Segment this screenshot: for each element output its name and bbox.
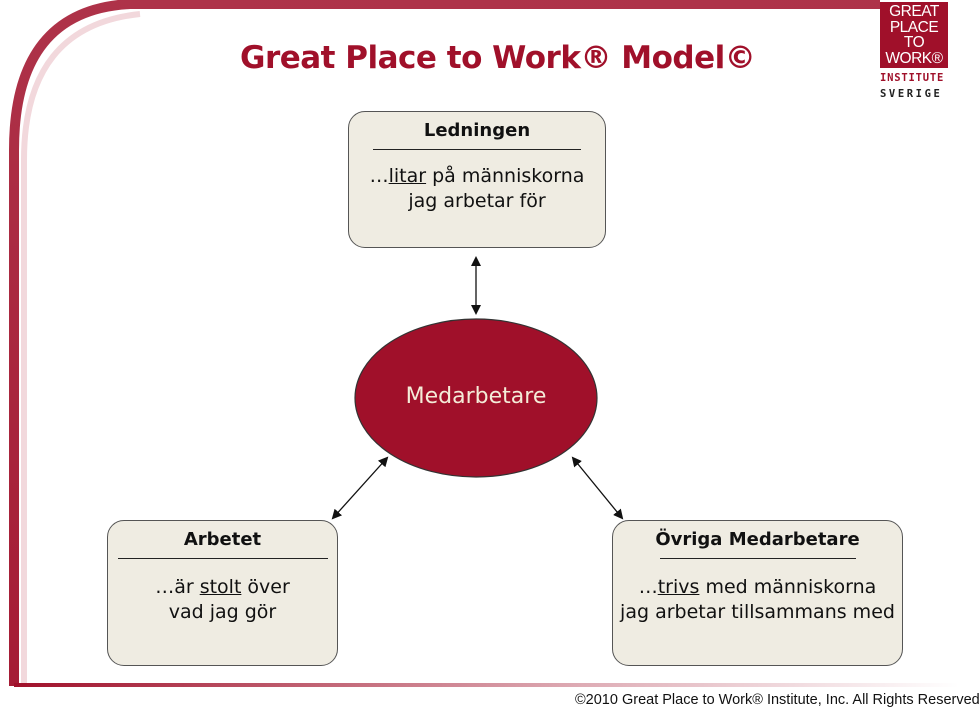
ledningen-line-1-rest: på människorna (426, 165, 585, 187)
arbetet-keyword: stolt (199, 576, 242, 598)
logo-line: TO (903, 34, 925, 51)
ledningen-line-1: …litar på människorna (349, 164, 605, 189)
ellipsis-prefix: … (369, 165, 389, 187)
ledningen-divider (373, 149, 581, 150)
arbetet-line-2: vad jag gör (168, 601, 277, 623)
logo-line: PLACE (889, 18, 939, 36)
logo-line: GREAT (889, 3, 939, 20)
ovriga-heading: Övriga Medarbetare (655, 529, 860, 550)
ovriga-line-1-rest: med människorna (699, 576, 877, 598)
ovriga-divider (659, 558, 856, 559)
ledningen-heading: Ledningen (423, 120, 531, 141)
ovriga-line-1-prefix: … (638, 576, 658, 598)
arbetet-divider (117, 558, 328, 559)
connector-ovriga (571, 456, 624, 520)
page-title: Great Place to Work® Model© (240, 40, 756, 76)
ovriga-keyword: trivs (657, 576, 700, 598)
medarbetare-label: Medarbetare (405, 384, 547, 409)
frame-curve-inner (21, 11, 141, 686)
bottom-rule (14, 683, 959, 687)
ledningen-box: Ledningen …litar på människorna jag arbe… (348, 111, 606, 248)
ovriga-line-1: …trivs med människorna (613, 575, 902, 600)
copyright-footer: ©2010 Great Place to Work® Institute, In… (575, 692, 980, 708)
ovriga-line-2: jag arbetar tillsammans med (620, 601, 895, 623)
arbetet-line-1-rest: över (241, 576, 290, 598)
arbetet-line-1: …är stolt över (108, 575, 337, 600)
logo-country: SVERIGE (880, 88, 943, 100)
arbetet-heading: Arbetet (183, 529, 262, 550)
logo-line: WORK® (885, 49, 943, 67)
ovriga-box: Övriga Medarbetare …trivs med människorn… (612, 520, 903, 666)
logo-institute: INSTITUTE (880, 72, 945, 84)
connector-arbetet (331, 456, 389, 520)
ledningen-line-2: jag arbetar för (408, 190, 546, 212)
ledningen-keyword: litar (388, 165, 427, 187)
diagram-canvas (9, 0, 959, 687)
arbetet-box: Arbetet …är stolt över vad jag gör (107, 520, 338, 666)
logo-mark: GREAT PLACE TO WORK® (880, 2, 948, 68)
arbetet-line-1-prefix: …är (155, 576, 200, 598)
company-logo: GREAT PLACE TO WORK® INSTITUTE SVERIGE (880, 2, 950, 104)
frame-curve (9, 0, 880, 686)
medarbetare-ellipse (354, 318, 598, 478)
